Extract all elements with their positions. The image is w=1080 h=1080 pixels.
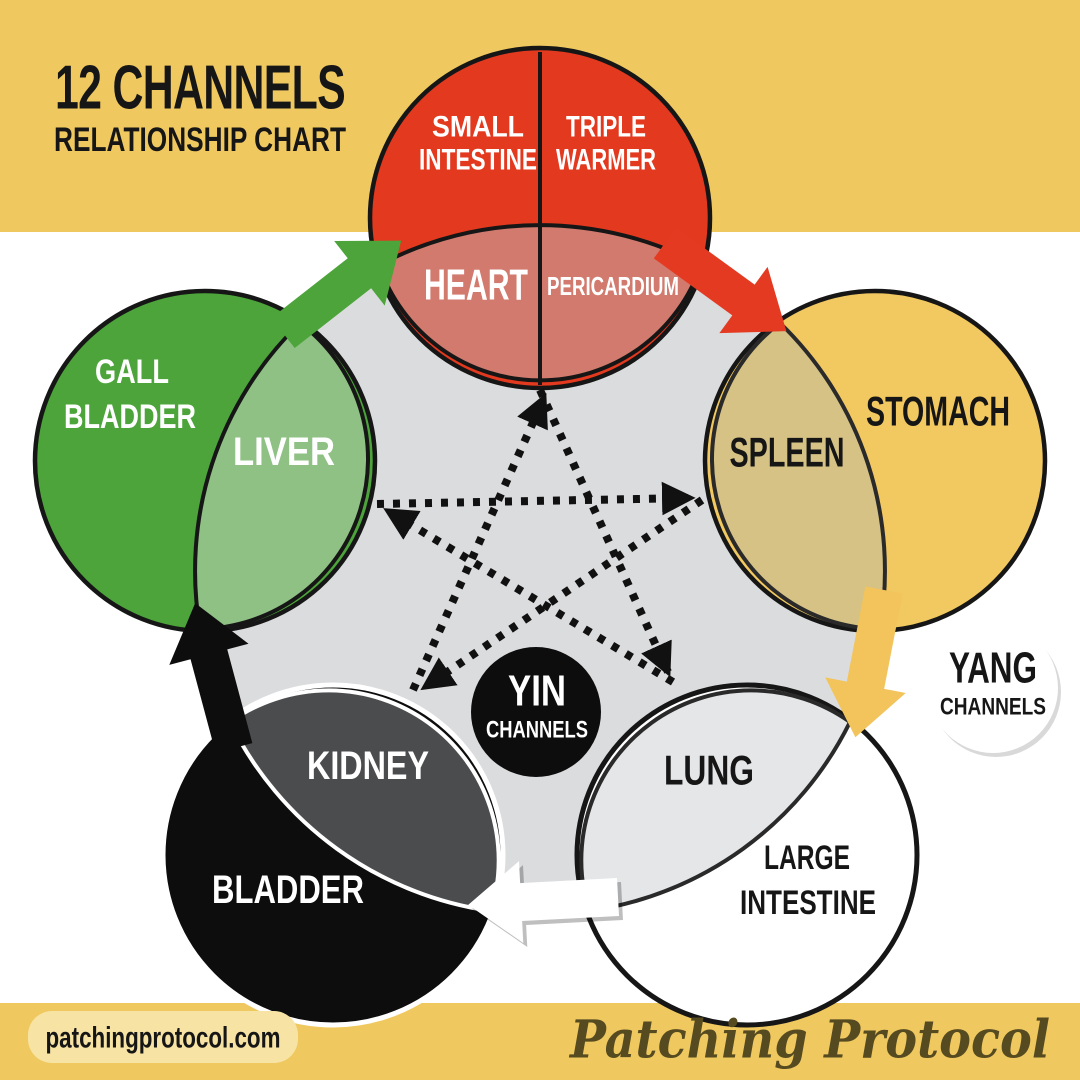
controlling-arrow-heart-to-lung — [536, 388, 672, 678]
controlling-arrow-spleen-to-kidney — [420, 496, 705, 691]
pericardium-label: PERICARDIUM — [547, 271, 679, 301]
kidney-label: KIDNEY — [307, 744, 429, 788]
generating-arrow-liver-to-heart — [271, 240, 402, 348]
chart-title: 12 CHANNELS RELATIONSHIP CHART — [54, 54, 346, 160]
water-pair — [160, 682, 506, 1028]
controlling-arrow-liver-to-spleen — [376, 481, 696, 516]
generating-arrow-large-intestine-to-bladder — [468, 861, 619, 944]
yang-badge-subtitle: CHANNELS — [940, 694, 1046, 721]
spleen-label: SPLEEN — [730, 429, 845, 476]
generating-cycle-arrows — [169, 227, 906, 948]
chart-title-line2: RELATIONSHIP CHART — [54, 121, 346, 159]
large-intestine-label-line2: INTESTINE — [740, 884, 876, 922]
yin-badge-circle — [471, 647, 601, 777]
yin-badge-title: YIN — [508, 667, 566, 716]
gall-bladder-label-line1: GALL — [95, 353, 169, 391]
organ-labels: SMALL INTESTINE TRIPLE WARMER HEART PERI… — [64, 111, 1010, 923]
gall-bladder-label-line2: BLADDER — [64, 398, 196, 436]
water-yin-lens — [227, 688, 501, 914]
controlling-cycle-star — [376, 388, 705, 692]
heart-label: HEART — [424, 261, 528, 310]
yin-badge-subtitle: CHANNELS — [486, 717, 588, 744]
yin-channels-badge: YIN CHANNELS — [471, 647, 601, 777]
metal-yin-lens — [579, 688, 853, 914]
triple-warmer-label-line2: WARMER — [556, 144, 656, 177]
small-intestine-label-line1: SMALL — [432, 111, 524, 144]
controlling-arrow-lung-to-liver — [383, 507, 676, 686]
fire-pair — [367, 45, 713, 391]
yang-badge-title: YANG — [949, 644, 1037, 693]
website-pill — [28, 1011, 298, 1063]
earth-yin-lens — [710, 320, 887, 632]
yang-channels-badge: YANG CHANNELS — [928, 623, 1061, 757]
yang-badge-circle — [928, 623, 1058, 753]
chart-title-line1: 12 CHANNELS — [55, 54, 345, 123]
generating-arrow-stomach-to-lung — [825, 586, 906, 738]
bladder-label: BLADDER — [212, 868, 364, 912]
lung-label: LUNG — [664, 747, 754, 794]
wood-yin-lens — [193, 320, 370, 632]
generating-arrow-kidney-to-liver — [169, 603, 253, 753]
wood-pair — [32, 288, 378, 634]
controlling-arrow-kidney-to-heart — [409, 392, 548, 692]
triple-warmer-label-line1: TRIPLE — [566, 111, 646, 144]
large-intestine-label-line1: LARGE — [764, 839, 850, 877]
metal-pair — [574, 682, 920, 1028]
generating-arrow-pericardium-to-spleen — [653, 227, 787, 334]
brand-logo: Patching Protocol — [568, 1010, 1050, 1071]
website-url: patchingprotocol.com — [46, 1022, 281, 1055]
liver-label: LIVER — [233, 430, 335, 474]
stomach-label: STOMACH — [866, 388, 1010, 435]
footer: patchingprotocol.com Patching Protocol — [28, 1010, 1050, 1071]
small-intestine-label-line2: INTESTINE — [419, 144, 537, 177]
